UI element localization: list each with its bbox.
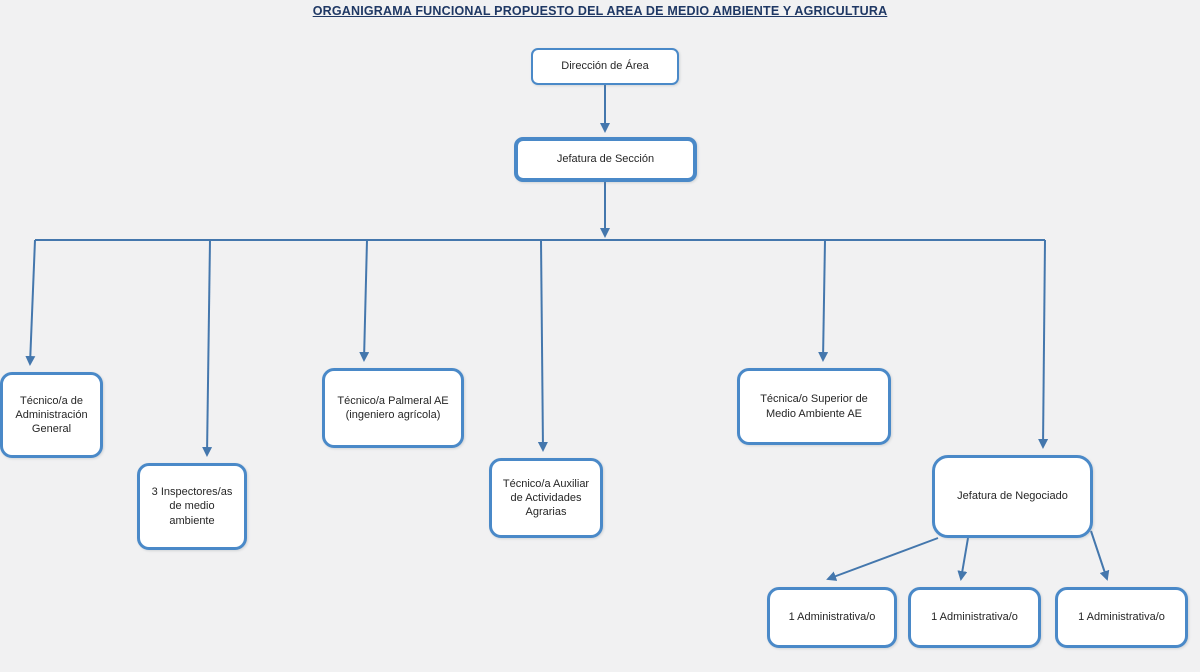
node-label: Jefatura de Negociado (957, 490, 1068, 503)
connector-bus-to-jefatura-negociado (1038, 239, 1049, 449)
node-label: 1 Administrativa/o (931, 611, 1018, 624)
node-inspectores-medio-ambiente: 3 Inspectores/as de medio ambiente (137, 463, 247, 550)
node-tecnica-superior-medio-ambiente: Técnica/o Superior de Medio Ambiente AE (737, 368, 891, 445)
connector-negociado-to-administrativo-3 (1090, 530, 1110, 581)
node-tecnico-palmeral-ae: Técnico/a Palmeral AE (ingeniero agrícol… (322, 368, 464, 448)
node-jefatura-de-negociado: Jefatura de Negociado (932, 455, 1093, 538)
node-label: Jefatura de Sección (556, 153, 655, 166)
connector-negociado-to-administrativo-2 (957, 537, 969, 581)
node-label: 1 Administrativa/o (788, 611, 876, 624)
node-administrativo-2: 1 Administrativa/o (908, 587, 1041, 648)
node-tecnico-auxiliar-actividades-agrarias: Técnico/a Auxiliar de Actividades Agrari… (489, 458, 603, 538)
node-label: 1 Administrativa/o (1078, 611, 1165, 624)
node-label: 3 Inspectores/as de medio ambiente (151, 486, 233, 527)
node-label: Técnico/a Palmeral AE (ingeniero agrícol… (337, 394, 449, 421)
node-administrativo-3: 1 Administrativa/o (1055, 587, 1188, 648)
node-administrativo-1: 1 Administrativa/o (767, 587, 897, 648)
connector-bus-to-inspectores (202, 239, 213, 457)
connector-bus-to-tecnico-palmeral (359, 239, 370, 362)
page-title: ORGANIGRAMA FUNCIONAL PROPUESTO DEL AREA… (312, 4, 888, 18)
node-label: Dirección de Área (561, 60, 649, 73)
connector-bus-to-tecnica-superior (818, 239, 829, 362)
connector-bus-to-tecnico-admin-general (25, 239, 36, 366)
node-label: Técnica/o Superior de Medio Ambiente AE (760, 393, 868, 420)
connector-negociado-to-administrativo-1 (826, 537, 939, 581)
node-tecnico-administracion-general: Técnico/a de Administración General (0, 372, 103, 458)
node-direccion-de-area: Dirección de Área (531, 48, 679, 85)
node-label: Técnico/a de Administración General (15, 394, 88, 436)
connector-bus-to-tecnico-auxiliar (537, 239, 548, 452)
node-label: Técnico/a Auxiliar de Actividades Agrari… (502, 477, 590, 519)
node-jefatura-de-seccion: Jefatura de Sección (514, 137, 697, 182)
